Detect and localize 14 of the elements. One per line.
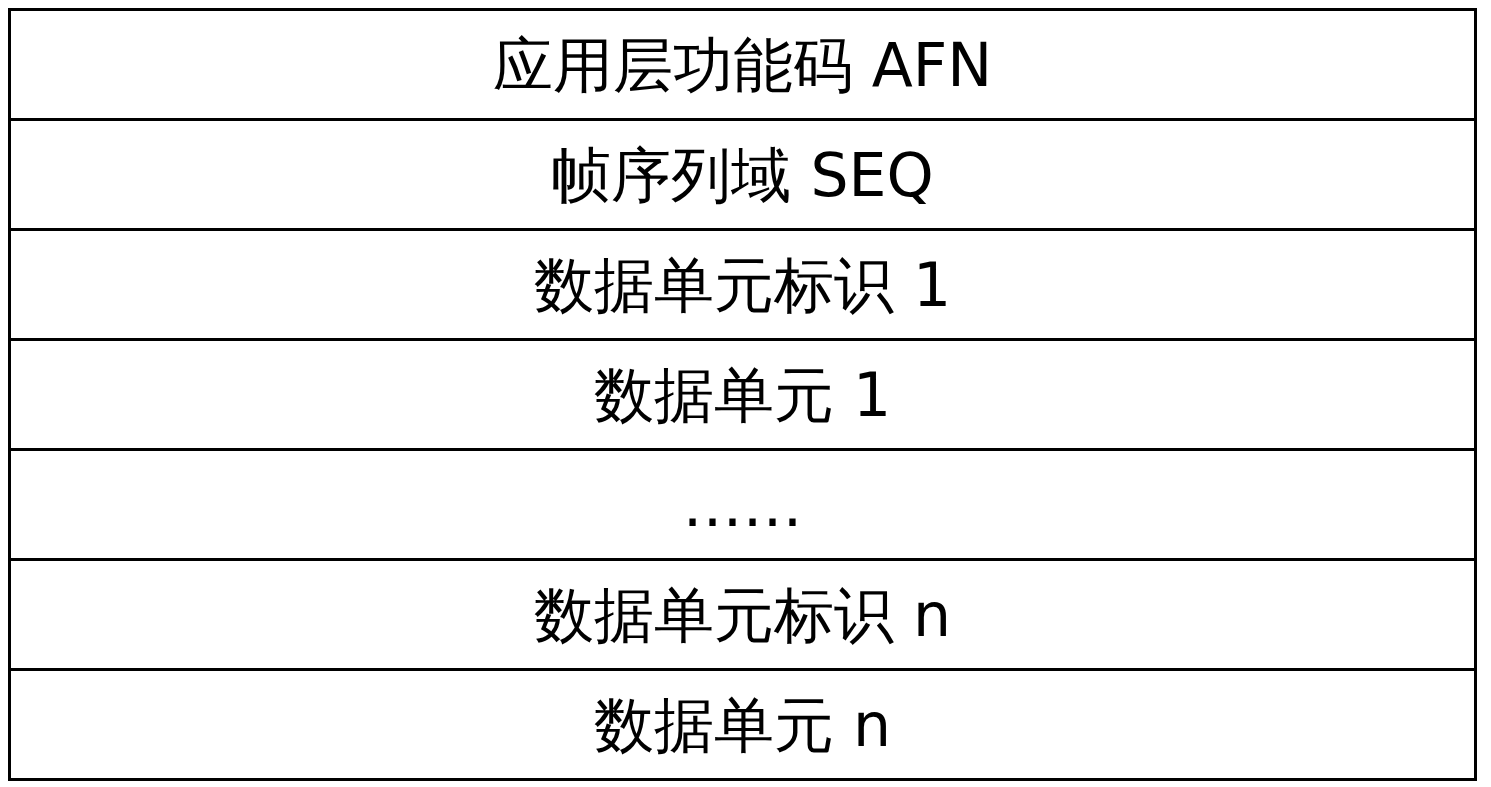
table-row bbox=[8, 118, 1477, 231]
field-label: 数据单元标识 1 bbox=[533, 254, 952, 315]
table-row bbox=[8, 558, 1477, 671]
table-row bbox=[8, 8, 1477, 121]
table-row bbox=[8, 668, 1477, 781]
field-label: 帧序列域 SEQ bbox=[551, 144, 934, 205]
table-row bbox=[8, 338, 1477, 451]
table-row bbox=[8, 228, 1477, 341]
field-label: 应用层功能码 AFN bbox=[492, 34, 993, 95]
table-row bbox=[8, 448, 1477, 561]
field-label: 数据单元 n bbox=[593, 694, 892, 755]
field-label: …… bbox=[682, 474, 803, 535]
field-label: 数据单元标识 n bbox=[533, 584, 952, 645]
field-label: 数据单元 1 bbox=[593, 364, 892, 425]
